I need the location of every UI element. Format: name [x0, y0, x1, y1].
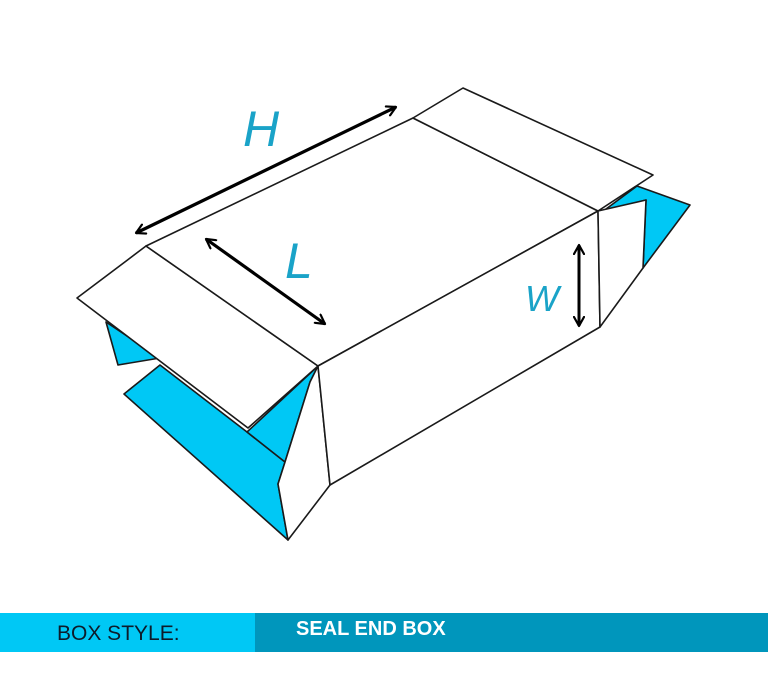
height-dimension-label: H	[243, 101, 280, 157]
length-arrow	[206, 237, 325, 326]
length-dimension-label: L	[285, 233, 313, 289]
back-tuck-flap	[412, 87, 654, 212]
box-style-label: BOX STYLE:	[57, 622, 180, 645]
banner-key-section: BOX STYLE:	[0, 613, 255, 652]
height-arrow	[136, 107, 396, 233]
width-dimension-label: W	[525, 278, 559, 319]
banner-value-section: SEAL END BOX	[255, 613, 768, 652]
box-style-value: SEAL END BOX	[296, 618, 446, 640]
box-style-banner: BOX STYLE: SEAL END BOX	[0, 613, 768, 652]
right-end-panel	[597, 199, 647, 328]
